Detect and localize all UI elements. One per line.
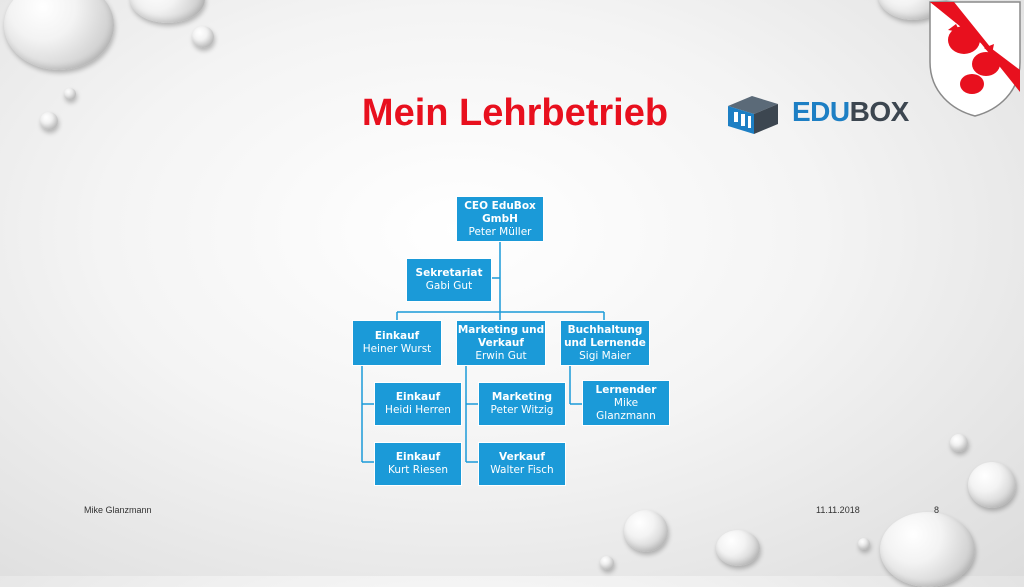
org-node-name: Gabi Gut (425, 280, 473, 292)
org-node-name: Heidi Herren (385, 404, 451, 416)
org-node-name: Erwin Gut (475, 349, 527, 362)
org-node-marketing: Marketing und Verkauf Erwin Gut (456, 320, 546, 366)
org-node-title: Einkauf (374, 330, 420, 342)
org-node-title: Einkauf (395, 451, 441, 463)
water-drop (40, 112, 58, 130)
footer-author: Mike Glanzmann (84, 505, 152, 515)
logo-text-box: BOX (849, 96, 910, 127)
slide-title: Mein Lehrbetrieb (361, 92, 669, 134)
org-node-title: Buchhaltung und Lernende (564, 323, 646, 349)
org-node-name: Peter Müller (468, 225, 532, 238)
coat-of-arms-icon (929, 1, 1021, 117)
water-drop (968, 462, 1016, 508)
footer-page-number: 8 (934, 505, 940, 515)
org-node-marketing-witzig: Marketing Peter Witzig (478, 382, 566, 426)
org-node-title: Marketing und Verkauf (457, 323, 545, 349)
water-drop (716, 530, 760, 566)
org-node-einkauf-herren: Einkauf Heidi Herren (374, 382, 462, 426)
org-node-einkauf-riesen: Einkauf Kurt Riesen (374, 442, 462, 486)
edubox-logo: EDUBOX (722, 92, 909, 136)
org-node-name: Peter Witzig (490, 404, 554, 416)
org-node-title: Verkauf (499, 451, 545, 463)
org-node-name: Sigi Maier (579, 349, 631, 362)
org-node-verkauf-fisch: Verkauf Walter Fisch (478, 442, 566, 486)
org-node-name: Heiner Wurst (362, 343, 432, 355)
org-node-ceo: CEO EduBox GmbH Peter Müller (456, 196, 544, 242)
org-node-einkauf: Einkauf Heiner Wurst (352, 320, 442, 366)
org-node-title: CEO EduBox GmbH (464, 199, 536, 225)
water-drop (858, 538, 870, 550)
water-drop (600, 556, 614, 570)
water-drop (950, 434, 968, 452)
org-node-title: Sekretariat (415, 267, 483, 279)
org-node-title: Lernender (595, 383, 657, 396)
water-drop (4, 0, 114, 70)
org-node-lernender: Lernender Mike Glanzmann (582, 380, 670, 426)
footer-date: 11.11.2018 (816, 505, 860, 515)
water-drop (192, 26, 214, 48)
org-node-name: Walter Fisch (490, 464, 554, 476)
water-drop (880, 512, 975, 587)
water-drop (624, 510, 668, 552)
org-node-title: Marketing (491, 391, 553, 403)
water-drop (130, 0, 205, 23)
org-node-name: Kurt Riesen (387, 464, 449, 476)
logo-text-edu: EDU (792, 96, 850, 127)
org-node-title: Einkauf (395, 391, 441, 403)
org-node-name: Mike Glanzmann (596, 396, 656, 422)
water-drop (64, 88, 76, 100)
org-node-sekretariat: Sekretariat Gabi Gut (406, 258, 492, 302)
cube-icon (728, 96, 778, 134)
org-node-buchhaltung: Buchhaltung und Lernende Sigi Maier (560, 320, 650, 366)
logo-text: EDUBOX (792, 96, 909, 128)
